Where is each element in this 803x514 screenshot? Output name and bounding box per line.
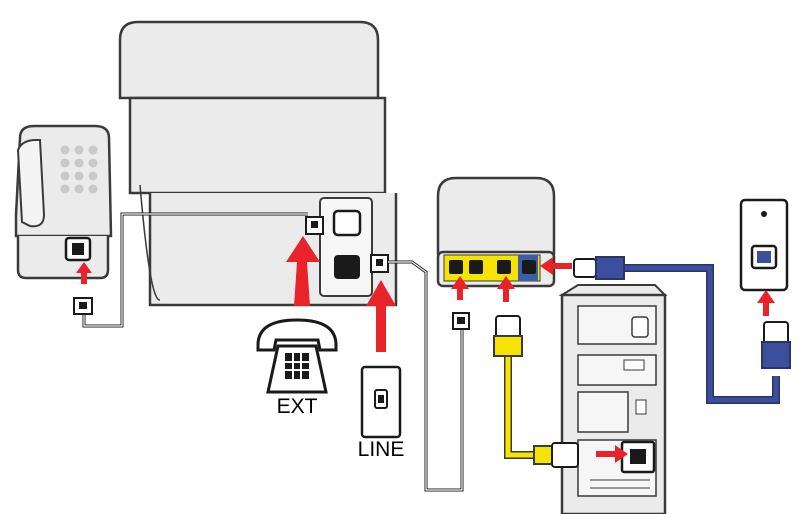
coax-cable (624, 264, 780, 404)
rj45-plug-icon (493, 315, 523, 357)
arrow-icon (451, 276, 469, 300)
arrow-icon (596, 445, 628, 463)
arrow-icon (540, 257, 572, 275)
ethernet-cable (504, 354, 540, 459)
ext-label: EXT (277, 395, 318, 418)
arrow-icon (76, 262, 92, 284)
rj11-plug-icon (73, 297, 93, 315)
telephone-device (14, 124, 113, 280)
adapter (436, 176, 556, 288)
rj11-plug-icon (452, 312, 470, 330)
arrow-icon (757, 290, 775, 316)
line-port-plug (370, 254, 389, 273)
coax-connector-icon (761, 321, 791, 369)
ext-port-plug (305, 216, 324, 235)
printer (118, 20, 398, 307)
arrow-icon (366, 280, 396, 352)
phone-cable (388, 260, 464, 492)
arrow-icon (497, 276, 515, 302)
telephone-icon (256, 318, 338, 394)
wall-jack-icon (360, 365, 402, 439)
line-label: LINE (358, 438, 405, 461)
coax-connector-icon (573, 256, 625, 280)
wall-jack-icon (739, 198, 789, 292)
rj45-plug-icon (533, 442, 579, 468)
arrow-icon (286, 236, 320, 306)
computer-tower (558, 284, 668, 514)
phone-cable (82, 212, 308, 328)
